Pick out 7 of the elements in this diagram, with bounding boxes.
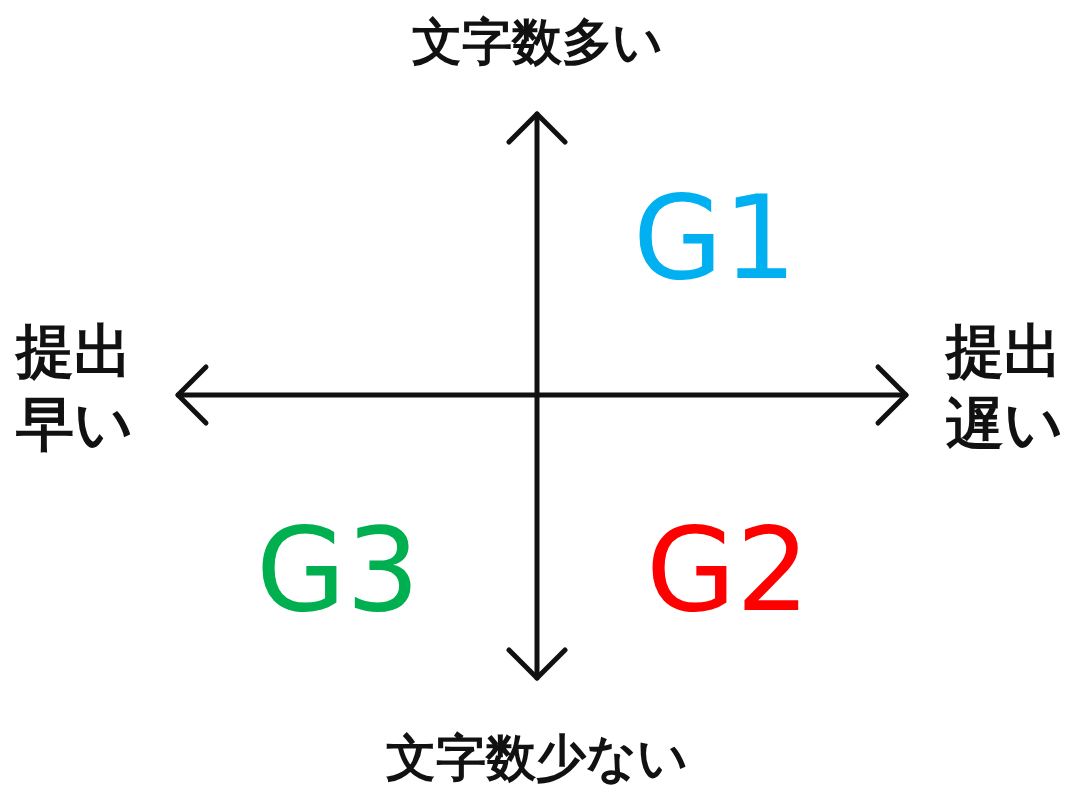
axis-label: 提出早い (16, 316, 134, 460)
group-label: G1 (633, 180, 797, 296)
axis-label: 文字数多い (411, 12, 663, 72)
axis-label: 提出遅い (946, 316, 1064, 460)
axis-label: 文字数少ない (386, 728, 688, 788)
group-label: G3 (256, 512, 420, 628)
group-label: G2 (646, 512, 810, 628)
